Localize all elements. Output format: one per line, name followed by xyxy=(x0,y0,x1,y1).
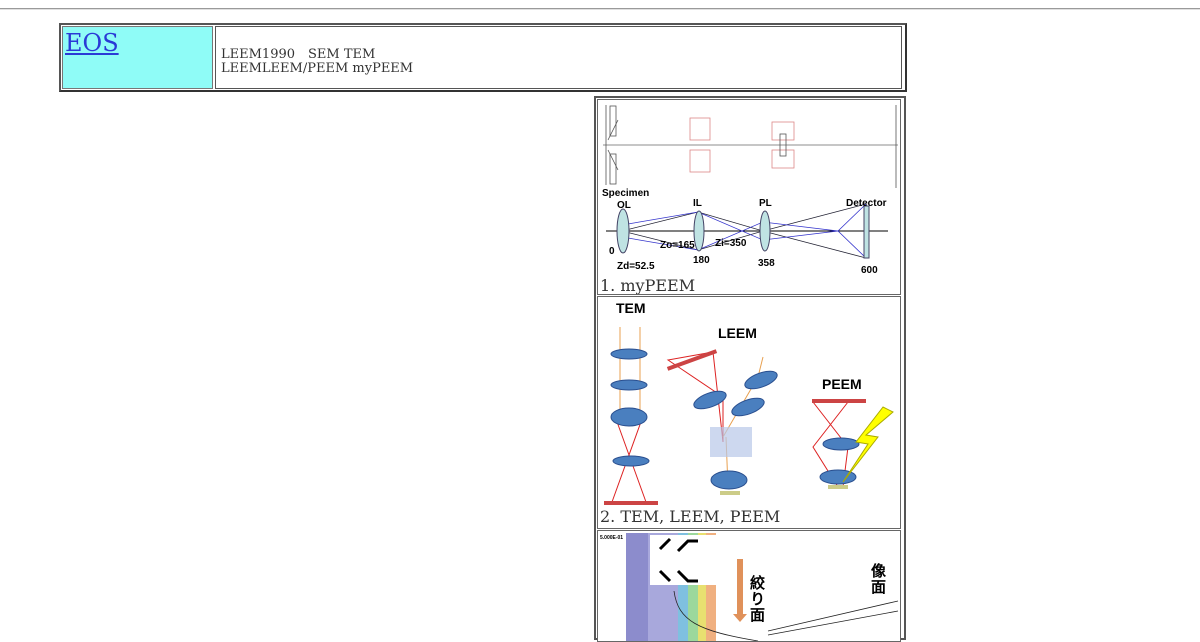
header-table: EOS LEEM1990 SEM TEM LEEMLEEM/PEEM myPEE… xyxy=(59,23,907,92)
logo-cell: EOS xyxy=(62,26,213,89)
figure-mypeem: Specimen OL IL PL Detector 0 Zd=52.5 Zo=… xyxy=(597,99,901,295)
description-cell: LEEM1990 SEM TEM LEEMLEEM/PEEM myPEEM xyxy=(215,26,902,89)
label-zi: Zi=350 xyxy=(715,238,747,249)
figure-tem-leem-peem: TEM LEEM PEEM 2. TEM, LEEM, PEEM xyxy=(597,296,901,529)
figure-table: Specimen OL IL PL Detector 0 Zd=52.5 Zo=… xyxy=(594,96,906,642)
caption-mypeem: 1. myPEEM xyxy=(600,276,696,295)
label-358: 358 xyxy=(758,258,775,269)
label-600: 600 xyxy=(861,265,878,275)
label-specimen: Specimen xyxy=(602,188,649,199)
description-line-2: LEEMLEEM/PEEM myPEEM xyxy=(221,61,414,76)
label-ol: OL xyxy=(617,200,631,211)
figure-aperture-image-plane: 5.000E-01 絞り面 像面 xyxy=(597,530,901,642)
label-il: IL xyxy=(693,198,702,209)
aperture-image-plane-diagram: 5.000E-01 xyxy=(600,533,899,641)
label-detector: Detector xyxy=(846,198,887,209)
label-aperture-plane: 絞り面 xyxy=(748,575,766,623)
description-line-1: LEEM1990 SEM TEM xyxy=(221,47,376,62)
label-image-plane: 像面 xyxy=(869,563,887,595)
horizontal-rule xyxy=(0,8,1200,10)
eos-home-link[interactable]: EOS xyxy=(65,29,119,57)
label-zd: Zd=52.5 xyxy=(617,261,655,272)
caption-tem-leem-peem: 2. TEM, LEEM, PEEM xyxy=(600,507,781,526)
label-leem: LEEM xyxy=(718,325,757,341)
label-180: 180 xyxy=(693,255,710,266)
label-pl: PL xyxy=(759,198,772,209)
label-zo: Zo=165 xyxy=(660,240,695,251)
label-scale: 5.000E-01 xyxy=(600,535,623,541)
label-peem: PEEM xyxy=(822,376,862,392)
label-tem: TEM xyxy=(616,300,646,316)
label-0: 0 xyxy=(609,246,615,257)
mypeem-diagram: Specimen OL IL PL Detector 0 Zd=52.5 Zo=… xyxy=(602,105,898,276)
tem-leem-peem-diagram: TEM LEEM PEEM xyxy=(604,300,894,505)
